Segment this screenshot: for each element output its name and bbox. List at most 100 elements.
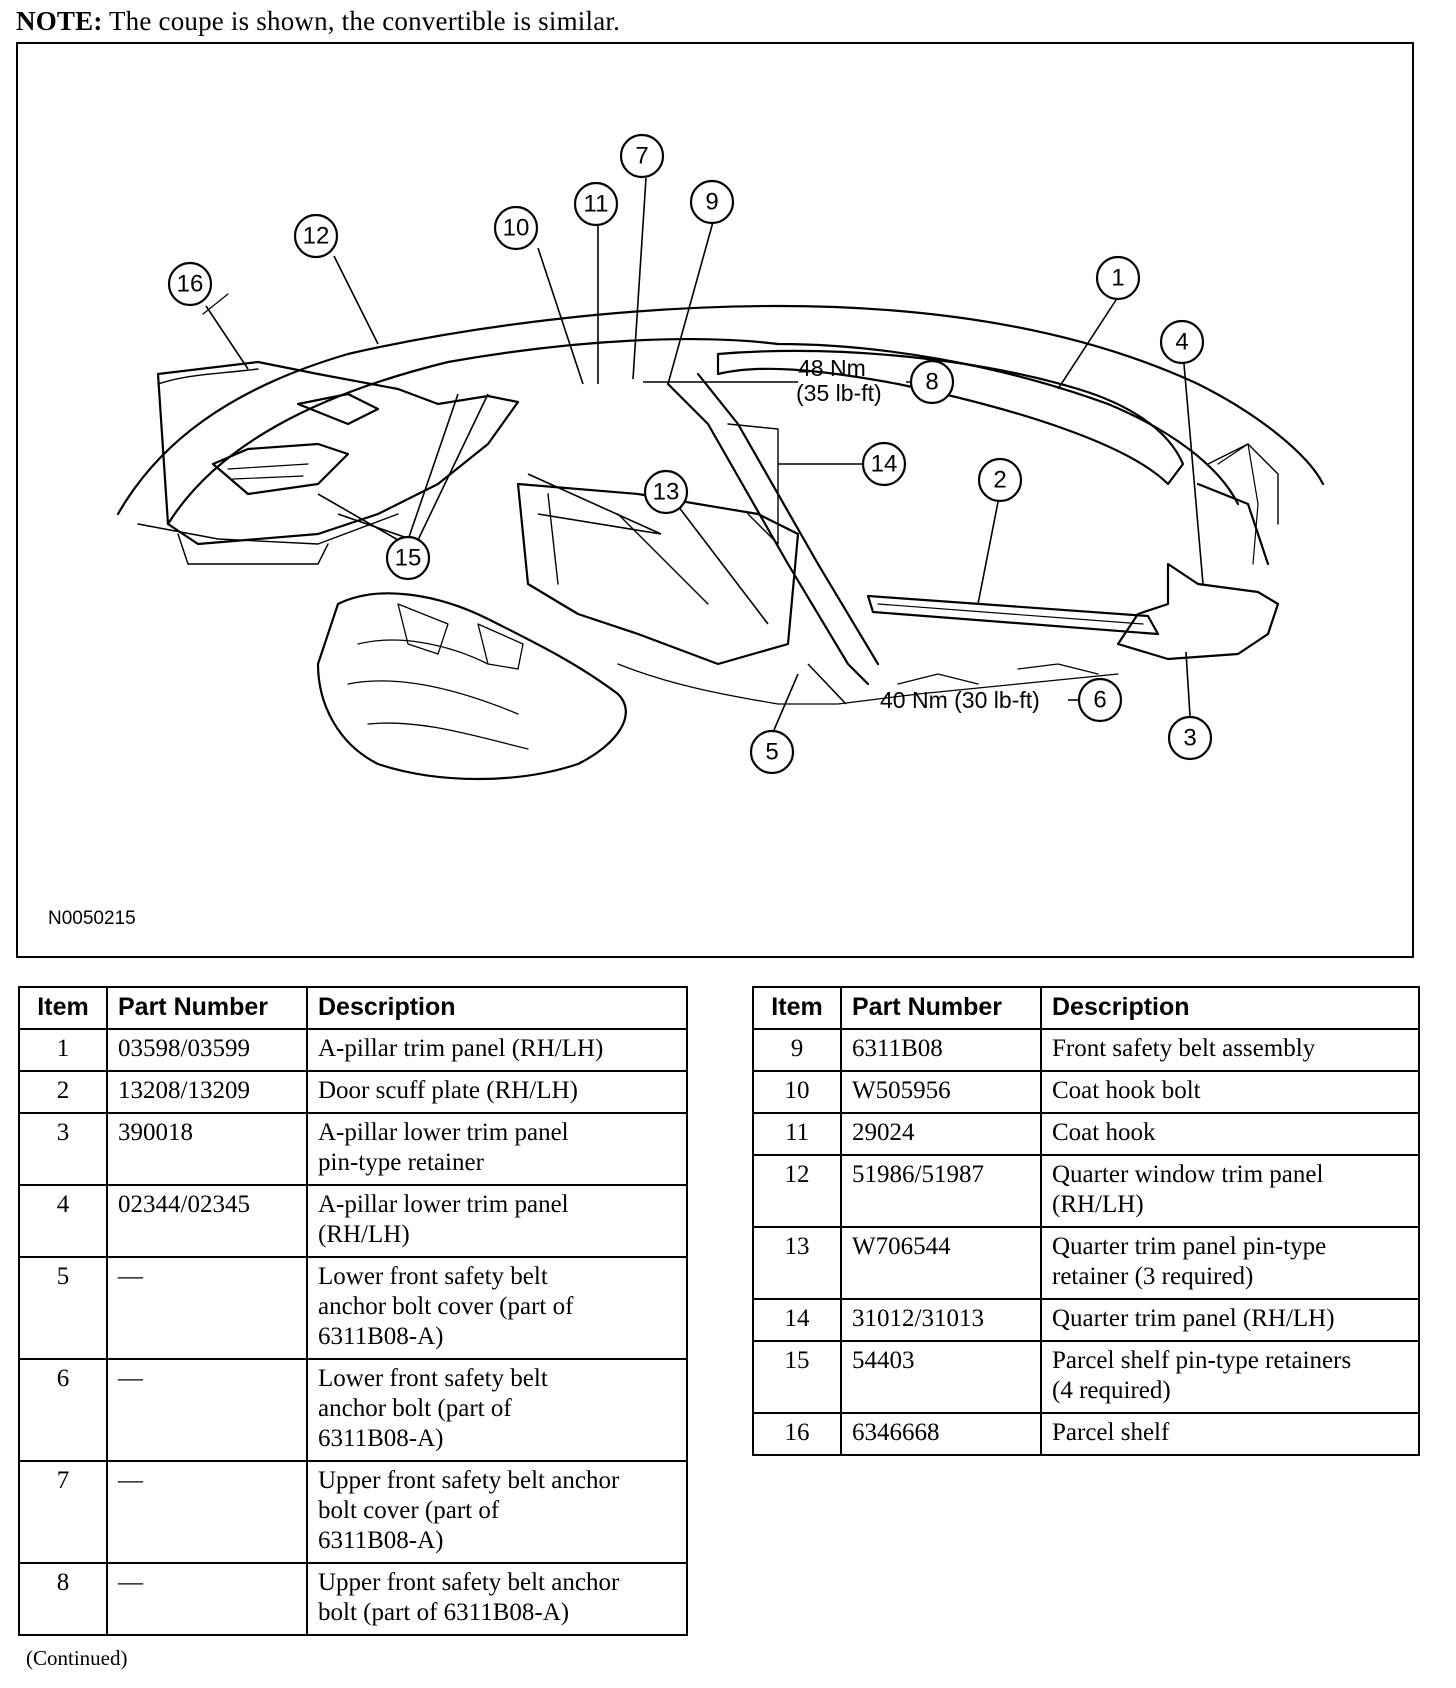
part-number-cell: 51986/51987 [840, 1154, 1042, 1228]
svg-text:2: 2 [993, 467, 1006, 494]
item-cell: 1 [18, 1028, 108, 1072]
description-line: (RH/LH) [318, 1221, 410, 1248]
callout-13: 13 [643, 469, 689, 515]
item-cell: 4 [18, 1184, 108, 1258]
description-line: Coat hook bolt [1052, 1077, 1201, 1104]
description-line: Parcel shelf pin-type retainers [1052, 1347, 1352, 1374]
description-line: 6311B08-A) [318, 1425, 444, 1452]
callout-7: 7 [619, 133, 665, 179]
description-cell: Front safety belt assembly [1040, 1028, 1420, 1072]
note-text: The coupe is shown, the convertible is s… [102, 6, 621, 36]
description-line: 6311B08-A) [318, 1527, 444, 1554]
header-item: Item [18, 986, 108, 1030]
description-cell: Coat hook [1040, 1112, 1420, 1156]
description-line: anchor bolt (part of [318, 1395, 512, 1422]
callout-6: 6 [1077, 677, 1123, 723]
a-pillar-trim [716, 349, 1185, 486]
part-number-cell: 31012/31013 [840, 1298, 1042, 1342]
item-cell: 13 [752, 1226, 842, 1300]
svg-text:9: 9 [705, 189, 718, 216]
parcel-shelf-outline [156, 360, 520, 546]
part-number-cell: 54403 [840, 1340, 1042, 1414]
description-cell: Coat hook bolt [1040, 1070, 1420, 1114]
svg-text:8: 8 [925, 369, 938, 396]
callout-9: 9 [689, 179, 735, 225]
svg-text:13: 13 [653, 479, 680, 506]
description-line: A-pillar lower trim panel [318, 1191, 569, 1218]
callout-15: 15 [385, 535, 431, 581]
description-line: 6311B08-A) [318, 1323, 444, 1350]
part-number-cell: — [106, 1460, 308, 1564]
description-line: Quarter window trim panel [1052, 1161, 1324, 1188]
callout-11: 11 [573, 181, 619, 227]
description-cell: Quarter window trim panel(RH/LH) [1040, 1154, 1420, 1228]
note-label: NOTE: [16, 6, 103, 36]
svg-text:15: 15 [395, 545, 422, 572]
item-cell: 12 [752, 1154, 842, 1228]
torque-upper-metric: 48 Nm [798, 355, 866, 381]
description-line: pin-type retainer [318, 1149, 484, 1176]
figure-id: N0050215 [48, 908, 136, 929]
description-line: Quarter trim panel pin-type [1052, 1233, 1327, 1260]
callout-12: 12 [293, 213, 339, 259]
description-line: A-pillar lower trim panel [318, 1119, 569, 1146]
description-line: Front safety belt assembly [1052, 1035, 1316, 1062]
svg-text:11: 11 [584, 191, 609, 218]
door-scuff-plate [866, 594, 1160, 636]
item-cell: 9 [752, 1028, 842, 1072]
description-cell: A-pillar lower trim panel pin-type retain… [306, 1112, 688, 1186]
item-cell: 3 [18, 1112, 108, 1186]
callout-8: 8 [909, 359, 955, 405]
description-line: retainer (3 required) [1052, 1263, 1254, 1290]
item-cell: 11 [752, 1112, 842, 1156]
svg-text:7: 7 [635, 143, 648, 170]
part-number-cell: 6346668 [840, 1412, 1042, 1456]
torque-upper-imperial: (35 lb-ft) [796, 380, 882, 406]
description-cell: A-pillar trim panel (RH/LH) [306, 1028, 688, 1072]
part-number-cell: — [106, 1358, 308, 1462]
table-header-row: Item Part Number Description [18, 986, 688, 1030]
safety-belt-webbing [666, 382, 870, 686]
part-number-cell: 29024 [840, 1112, 1042, 1156]
svg-text:4: 4 [1175, 329, 1188, 356]
header-item: Item [752, 986, 842, 1030]
part-number-cell: W706544 [840, 1226, 1042, 1300]
svg-text:16: 16 [177, 271, 204, 298]
description-line: Parcel shelf [1052, 1419, 1170, 1446]
description-line: Door scuff plate (RH/LH) [318, 1077, 578, 1104]
callout-3: 3 [1167, 715, 1213, 761]
part-number-cell: 13208/13209 [106, 1070, 308, 1114]
svg-text:6: 6 [1093, 687, 1106, 714]
callout-1: 1 [1095, 255, 1141, 301]
item-cell: 16 [752, 1412, 842, 1456]
continued-note: (Continued) [26, 1646, 128, 1670]
exploded-view-figure: 1 2 3 4 5 6 7 8 9 10 11 12 13 14 15 16 4… [16, 42, 1414, 958]
part-number-cell: — [106, 1256, 308, 1360]
roof-inner-outline [166, 338, 1240, 526]
svg-text:12: 12 [303, 223, 330, 250]
description-cell: Quarter trim panel (RH/LH) [1040, 1298, 1420, 1342]
description-line: Upper front safety belt anchor [318, 1467, 620, 1494]
callout-4: 4 [1159, 319, 1205, 365]
torque-lower: 40 Nm (30 lb-ft) [880, 687, 1040, 713]
item-cell: 8 [18, 1562, 108, 1636]
part-number-cell: 02344/02345 [106, 1184, 308, 1258]
description-line: Lower front safety belt [318, 1263, 548, 1290]
